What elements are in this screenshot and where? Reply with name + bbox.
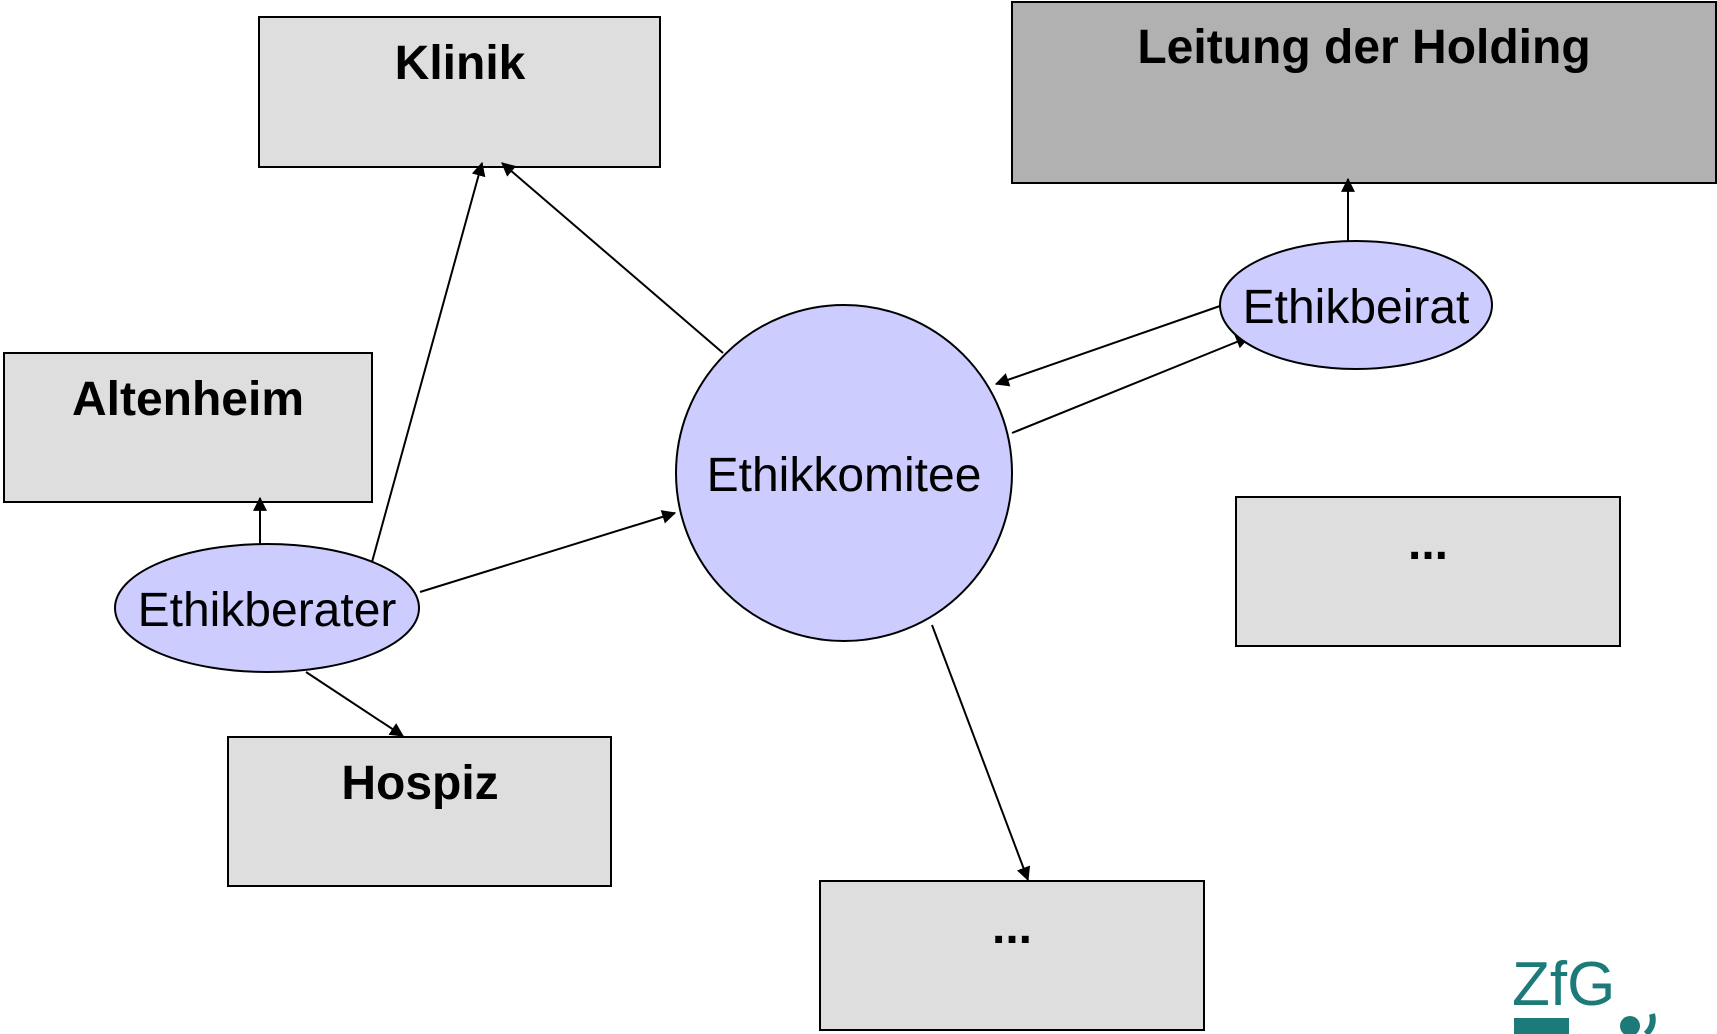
- box-leitung-der-holding: Leitung der Holding: [1011, 1, 1717, 184]
- box-more-bottom: ...: [819, 880, 1205, 1031]
- logo-bar: [1514, 1018, 1569, 1034]
- node-ethikbeirat-label: Ethikbeirat: [1243, 281, 1470, 334]
- node-ethikkomitee: Ethikkomitee: [675, 304, 1013, 642]
- box-altenheim-label: Altenheim: [72, 373, 304, 426]
- arrow-komitee-to-klinik: [501, 162, 724, 354]
- arrow-komitee-to-more-bottom: [931, 624, 1031, 882]
- logo-text: ZfG: [1512, 950, 1615, 1019]
- node-ethikbeirat: Ethikbeirat: [1219, 240, 1493, 370]
- arrow-beirat-to-komitee: [994, 305, 1221, 387]
- node-ethikberater-label: Ethikberater: [138, 584, 397, 637]
- arrow-berater-to-klinik: [371, 161, 486, 563]
- box-altenheim: Altenheim: [3, 352, 373, 503]
- arrow-komitee-to-beirat: [1011, 335, 1251, 434]
- node-ethikberater: Ethikberater: [114, 543, 420, 673]
- logo-swoosh: [1643, 1013, 1656, 1034]
- box-hospiz: Hospiz: [227, 736, 612, 887]
- box-more-right: ...: [1235, 496, 1621, 647]
- box-hospiz-label: Hospiz: [341, 757, 498, 810]
- logo-dot: [1620, 1016, 1640, 1034]
- box-klinik-label: Klinik: [395, 37, 526, 90]
- arrow-berater-to-hospiz: [305, 671, 404, 737]
- box-more-bottom-label: ...: [992, 901, 1032, 954]
- box-holding-label: Leitung der Holding: [1137, 21, 1590, 74]
- box-klinik: Klinik: [258, 16, 661, 168]
- connectors: [253, 161, 1355, 882]
- node-ethikkomitee-label: Ethikkomitee: [707, 449, 982, 502]
- zfg-logo: ZfG: [1512, 950, 1656, 1034]
- arrow-berater-to-komitee: [419, 510, 677, 593]
- box-more-right-label: ...: [1408, 517, 1448, 570]
